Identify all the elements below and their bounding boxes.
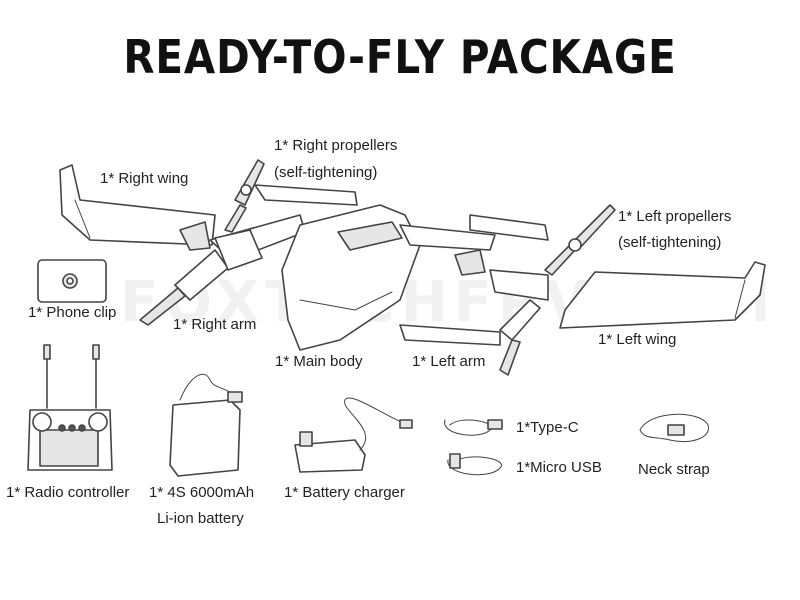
phone-clip-label: 1* Phone clip [28,304,117,321]
battery-charger-drawing [294,397,413,473]
type-c-cable-drawing [444,419,503,436]
left-arm-label: 1* Left arm [412,353,486,370]
type-c-label: 1*Type-C [516,419,579,436]
micro-usb-label: 1*Micro USB [516,459,602,476]
left-propellers-drawing [544,204,616,276]
right-propellers-drawing [224,159,265,233]
radio-controller-drawing [27,344,113,471]
battery-drawing [169,373,243,477]
neck-strap-label: Neck strap [638,461,710,478]
micro-usb-cable-drawing [447,453,502,476]
right-propellers-label: 1* Right propellers [274,137,398,154]
left-propellers-note: (self-tightening) [618,234,722,251]
left-wing-drawing [559,261,766,329]
battery-charger-label: 1* Battery charger [284,484,405,501]
page-title: READY-TO-FLY PACKAGE [123,30,677,84]
battery-label: 1* 4S 6000mAh [149,484,255,501]
main-body-label: 1* Main body [275,353,363,370]
left-arm-drawing [399,214,549,376]
radio-controller-label: 1* Radio controller [6,484,130,501]
right-propellers-note: (self-tightening) [274,164,378,181]
phone-clip-drawing [37,259,107,303]
right-wing-label: 1* Right wing [100,170,189,187]
left-propellers-label: 1* Left propellers [618,208,732,225]
right-arm-drawing [139,184,358,326]
main-body-drawing [281,204,496,351]
left-wing-label: 1* Left wing [598,331,677,348]
neck-strap-drawing [639,413,709,443]
right-arm-label: 1* Right arm [173,316,257,333]
battery-type-label: Li-ion battery [157,510,244,527]
right-wing-drawing [59,164,216,251]
